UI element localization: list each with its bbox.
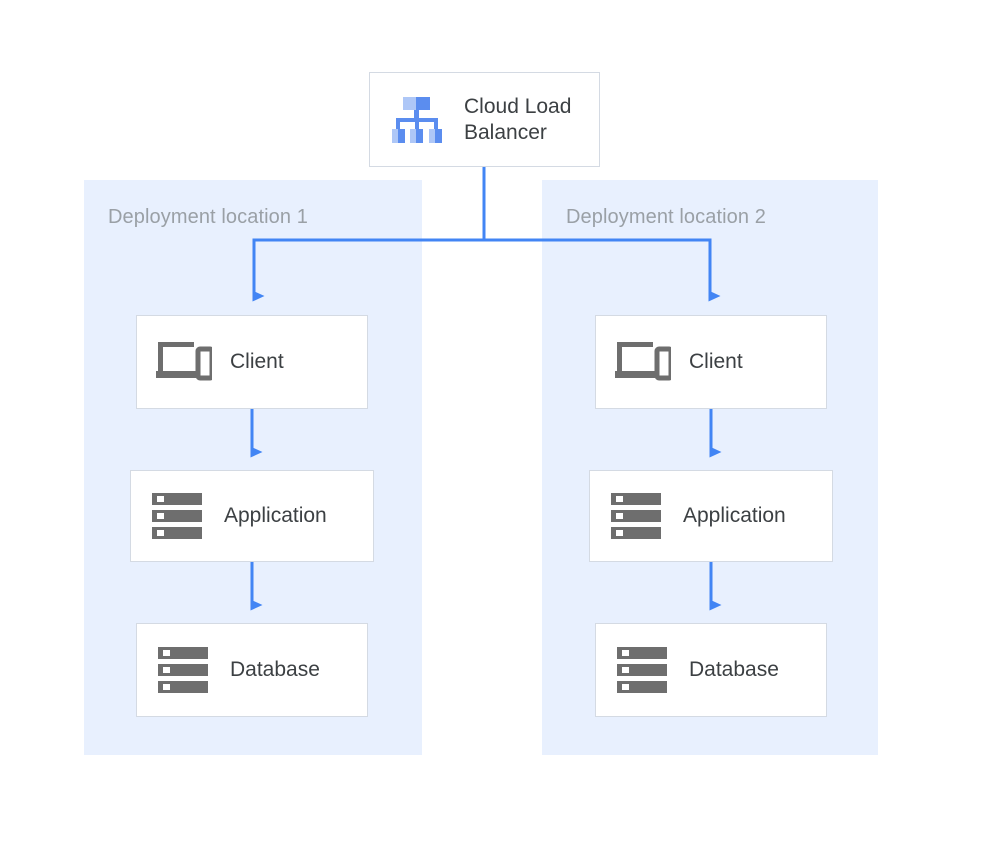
- node-database-location-1[interactable]: Database: [136, 623, 368, 717]
- node-client-location-2[interactable]: Client: [595, 315, 827, 409]
- node-label-client-location-2: Client: [689, 350, 743, 374]
- client-devices-icon: [156, 339, 212, 385]
- node-label-application-location-2: Application: [683, 504, 786, 528]
- deployment-location-1-label: Deployment location 1: [108, 206, 308, 228]
- load-balancer-icon: [390, 92, 446, 148]
- node-label-cloud-load-balancer: Cloud Load Balancer: [464, 94, 572, 144]
- server-stack-icon: [158, 647, 208, 693]
- server-stack-icon: [611, 493, 661, 539]
- deployment-location-2-label: Deployment location 2: [566, 206, 766, 228]
- node-label-client-location-1: Client: [230, 350, 284, 374]
- node-label-database-location-1: Database: [230, 658, 320, 682]
- node-cloud-load-balancer[interactable]: Cloud Load Balancer: [369, 72, 600, 167]
- node-label-application-location-1: Application: [224, 504, 327, 528]
- client-devices-icon: [615, 339, 671, 385]
- node-application-location-1[interactable]: Application: [130, 470, 374, 562]
- node-application-location-2[interactable]: Application: [589, 470, 833, 562]
- node-label-database-location-2: Database: [689, 658, 779, 682]
- node-database-location-2[interactable]: Database: [595, 623, 827, 717]
- server-stack-icon: [617, 647, 667, 693]
- node-client-location-1[interactable]: Client: [136, 315, 368, 409]
- server-stack-icon: [152, 493, 202, 539]
